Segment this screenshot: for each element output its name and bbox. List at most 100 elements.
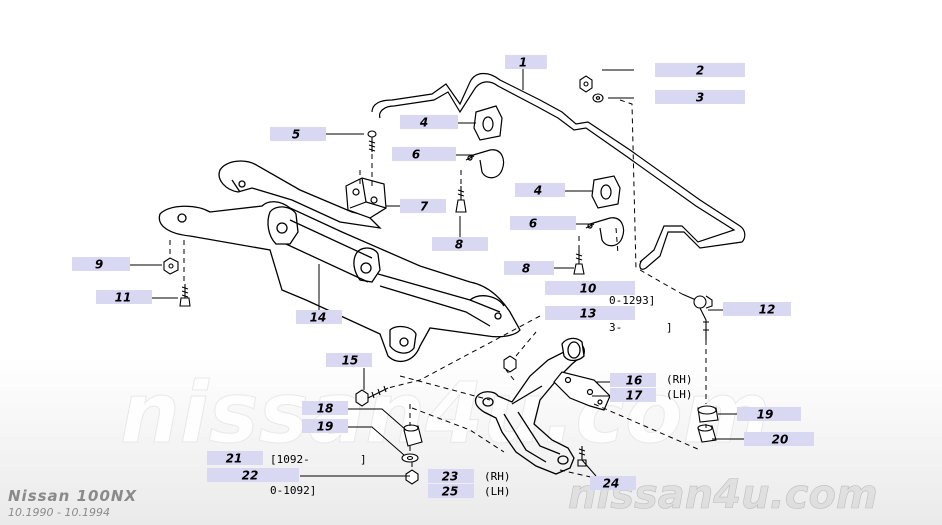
- callout-c6b[interactable]: 6: [510, 216, 576, 231]
- callout-box: [655, 90, 745, 104]
- callout-box: [428, 469, 474, 483]
- callout-c23[interactable]: 23: [428, 469, 474, 484]
- callout-c8a[interactable]: 8: [432, 237, 488, 252]
- bushing-upper: [473, 105, 503, 141]
- callout-c8b[interactable]: 8: [504, 261, 554, 276]
- callout-c1[interactable]: 1: [505, 55, 547, 70]
- callout-c20[interactable]: 20: [744, 432, 814, 447]
- callout-box: [270, 127, 326, 141]
- mount-bracket: [345, 177, 387, 219]
- callout-c22[interactable]: 22: [207, 468, 299, 483]
- callout-c7[interactable]: 7: [400, 199, 446, 214]
- callout-number: 5: [292, 128, 300, 142]
- callout-c17[interactable]: 17: [610, 388, 656, 403]
- nut-9: [163, 257, 179, 275]
- callout-c24[interactable]: 24: [590, 476, 636, 491]
- callout-number: 10: [580, 282, 597, 296]
- note-n21a: [1092-: [270, 453, 310, 466]
- callout-number: 18: [317, 402, 334, 416]
- callout-c5[interactable]: 5: [270, 127, 326, 142]
- callout-box: [610, 388, 656, 402]
- callout-c4a[interactable]: 4: [400, 115, 458, 130]
- callout-number: 11: [115, 291, 132, 305]
- callout-box: [515, 183, 565, 197]
- note-n17: (LH): [666, 388, 693, 401]
- callout-c18[interactable]: 18: [302, 401, 348, 416]
- callout-c3[interactable]: 3: [655, 90, 745, 105]
- leader-line-c24: [581, 459, 597, 477]
- callout-c25[interactable]: 25: [428, 484, 474, 499]
- callout-box: [326, 353, 372, 367]
- stabilizer-bar: [371, 72, 746, 270]
- callout-box: [72, 257, 130, 271]
- bolt-24: [577, 446, 587, 467]
- callout-c19b[interactable]: 19: [302, 419, 348, 434]
- note-n25: (LH): [484, 485, 511, 498]
- callout-c19a[interactable]: 19: [737, 407, 801, 422]
- watermark-center: nissan4u.com: [120, 364, 770, 462]
- arm-bracket: [553, 371, 611, 411]
- bolt-8-upper: [455, 186, 467, 213]
- clamp-lower: [585, 217, 625, 247]
- callout-c11[interactable]: 11: [96, 290, 152, 305]
- callout-number: 8: [455, 238, 463, 252]
- callout-c10[interactable]: 10: [545, 281, 635, 296]
- callout-box: [545, 306, 635, 320]
- callout-notes: 0-1293]3-](RH)(LH)[1092-]0-1092](RH)(LH): [270, 294, 693, 498]
- nut-2: [579, 75, 593, 93]
- callout-number: 1: [519, 56, 527, 70]
- callout-box: [207, 468, 299, 482]
- callout-box: [505, 55, 547, 69]
- callout-c16[interactable]: 16: [610, 373, 656, 388]
- callout-number: 13: [580, 307, 597, 321]
- callout-number: 9: [95, 258, 103, 272]
- callout-c21[interactable]: 21: [207, 451, 263, 466]
- callout-box: [302, 419, 348, 433]
- suspension-member: [158, 160, 521, 363]
- callout-number: 6: [412, 148, 420, 162]
- callout-number: 4: [533, 184, 542, 198]
- model-name: Nissan 100NX: [8, 487, 138, 505]
- bolt-11: [179, 284, 191, 307]
- note-n13a: 3-: [609, 321, 622, 334]
- leader-line-c18: [348, 408, 407, 431]
- callout-c9[interactable]: 9: [72, 257, 130, 272]
- clamp-upper: [465, 149, 505, 179]
- callout-box: [655, 63, 745, 77]
- callout-number: 19: [757, 408, 774, 422]
- callout-box: [207, 451, 263, 465]
- nut-arm: [503, 355, 517, 373]
- callout-box: [400, 199, 446, 213]
- callout-number: 22: [242, 469, 259, 483]
- callout-c13[interactable]: 13: [545, 306, 635, 321]
- callout-c4b[interactable]: 4: [515, 183, 565, 198]
- callout-number: 6: [529, 217, 537, 231]
- callout-number: 25: [442, 485, 459, 499]
- callout-box: [737, 407, 801, 421]
- callout-box: [428, 484, 474, 498]
- bushing-20: [697, 424, 717, 443]
- callout-number: 2: [696, 64, 704, 78]
- callout-number: 21: [226, 452, 243, 466]
- callout-c12[interactable]: 12: [723, 302, 791, 317]
- bolt-5: [367, 130, 377, 152]
- callout-box: [96, 290, 152, 304]
- callout-number: 7: [420, 200, 429, 214]
- note-n13b: ]: [666, 321, 673, 334]
- callout-number: 14: [310, 311, 327, 325]
- callout-leaders: [130, 69, 744, 477]
- callout-c15[interactable]: 15: [326, 353, 372, 368]
- bushing-18: [403, 424, 423, 447]
- callout-c6a[interactable]: 6: [392, 147, 456, 162]
- callout-number: 17: [626, 389, 643, 403]
- callout-c14[interactable]: 14: [296, 310, 342, 325]
- callout-number: 8: [522, 262, 530, 276]
- note-n21b: ]: [360, 453, 367, 466]
- note-n22: 0-1092]: [270, 484, 316, 497]
- callout-number: 15: [342, 354, 359, 368]
- model-years: 10.1990 - 10.1994: [8, 506, 110, 519]
- callout-c2[interactable]: 2: [655, 63, 745, 78]
- callout-box: [504, 261, 554, 275]
- note-n16: (RH): [666, 373, 693, 386]
